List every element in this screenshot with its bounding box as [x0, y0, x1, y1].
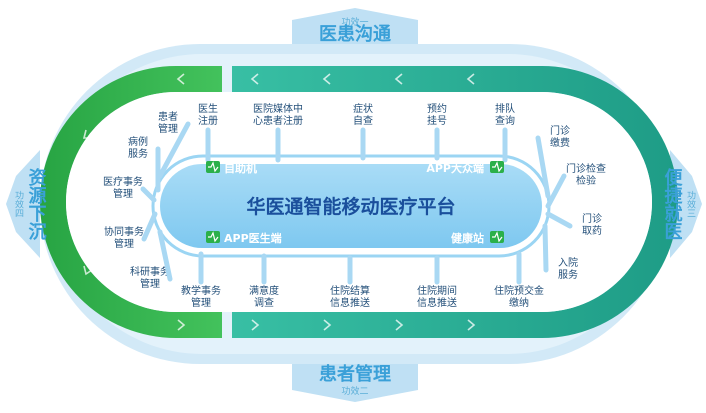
arrow-left	[6, 150, 40, 258]
badge-label-1: 自助机	[224, 161, 257, 175]
pulse-line	[208, 231, 219, 243]
service-item-left-3: 医疗事务管理	[103, 175, 143, 200]
badge-4: 健康站	[451, 231, 504, 245]
function-bottom-sub: 功效二	[341, 385, 368, 397]
center-platform	[160, 164, 542, 248]
function-right-sub: 功效三	[685, 190, 696, 217]
service-item-top-3: 症状自查	[353, 102, 373, 127]
service-item-bottom-5: 住院预交金缴纳	[494, 284, 544, 309]
function-top-label: 医患沟通	[319, 23, 391, 45]
service-items: 医生注册 医院媒体中心患者注册 症状自查 预约挂号 排队查询门诊缴费门诊检查检验门诊取药…	[103, 102, 606, 309]
service-item-bottom-2: 满意度调查	[249, 284, 279, 309]
spoke-right-2	[545, 173, 567, 209]
function-right-label: 便捷就医	[662, 167, 683, 240]
spoke-right-4	[542, 223, 549, 273]
function-bottom-label: 患者管理	[319, 363, 391, 385]
badge-label-2: APP大众端	[426, 161, 484, 175]
function-left-sub: 功效四	[13, 190, 24, 217]
center-badges: 自助机 APP大众端 APP医生端 健康站	[206, 161, 504, 245]
badge-3: APP医生端	[206, 231, 282, 245]
pulse-line	[492, 231, 503, 243]
service-item-bottom-1: 教学事务管理	[181, 284, 221, 309]
pulse-line	[492, 161, 503, 173]
heart-monitor-icon	[206, 231, 220, 243]
spoke-left-4	[141, 211, 158, 242]
arrow-top	[292, 8, 418, 44]
service-item-bottom-3: 住院结算信息推送	[330, 284, 370, 309]
spoke-arrows	[140, 121, 573, 285]
spoke-right-1	[535, 135, 551, 199]
service-item-right-3: 门诊取药	[582, 212, 602, 237]
badge-label-3: APP医生端	[224, 231, 282, 245]
service-item-top-2: 医院媒体中心患者注册	[253, 102, 303, 127]
arrow-bottom	[292, 364, 418, 402]
badge-label-4: 健康站	[451, 231, 484, 245]
service-item-right-1: 门诊缴费	[550, 124, 570, 149]
service-item-top-5: 排队查询	[495, 102, 515, 127]
doctor-track-label: 医生端	[73, 186, 87, 223]
spoke-left-5	[157, 229, 173, 282]
service-item-top-1: 医生注册	[198, 102, 218, 127]
service-item-left-5: 科研事务管理	[130, 265, 170, 290]
spoke-left-1	[157, 121, 191, 179]
service-item-right-2: 门诊检查检验	[566, 162, 606, 187]
function-top-sub: 功效一	[341, 16, 368, 28]
service-item-left-2: 病例服务	[128, 135, 148, 160]
service-item-left-4: 协同事务管理	[104, 225, 144, 250]
service-item-top-4: 预约挂号	[427, 102, 447, 127]
badge-2: APP大众端	[426, 161, 504, 175]
spoke-left-3	[140, 186, 157, 203]
service-item-bottom-4: 住院期间信息推送	[417, 284, 457, 309]
public-track-label: 大众端	[627, 185, 641, 223]
function-left-label: 资源下沉	[26, 167, 47, 241]
badge-1: 自助机	[206, 161, 257, 175]
arrow-right	[670, 150, 702, 258]
spoke-right-3	[545, 211, 573, 229]
service-item-left-1: 患者管理	[158, 111, 178, 135]
service-item-right-4: 入院服务	[558, 256, 578, 281]
platform-title: 华医通智能移动医疗平台	[246, 195, 455, 218]
outer-function-labels: 功效一医患沟通功效二患者管理资源下沉功效四便捷就医功效三	[13, 16, 696, 397]
pulse-line	[208, 161, 219, 173]
heart-monitor-icon	[206, 161, 220, 173]
